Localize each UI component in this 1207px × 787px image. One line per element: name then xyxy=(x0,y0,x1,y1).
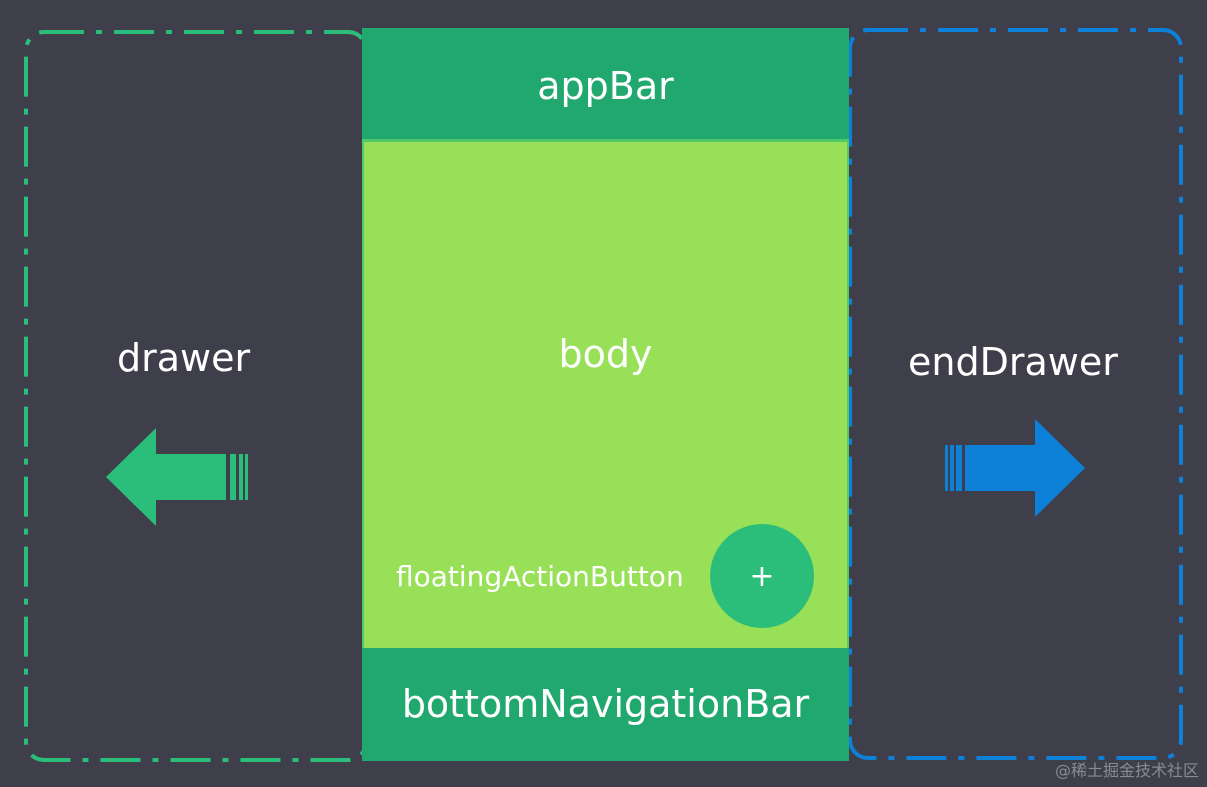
end-drawer-region xyxy=(848,28,1183,760)
arrow-right-icon xyxy=(945,419,1085,517)
bottom-nav-label: bottomNavigationBar xyxy=(401,682,810,726)
arrow-left-icon xyxy=(106,428,248,526)
body-area: body xyxy=(362,142,849,648)
body-label: body xyxy=(558,332,653,376)
watermark: @稀土掘金技术社区 xyxy=(1054,761,1199,780)
floating-action-button[interactable]: + xyxy=(710,524,814,628)
app-bar-label: appBar xyxy=(537,64,674,108)
bottom-navigation-bar: bottomNavigationBar xyxy=(362,648,849,761)
plus-icon: + xyxy=(749,558,775,594)
drawer-region xyxy=(24,30,389,762)
app-bar: appBar xyxy=(362,28,849,142)
scaffold-panel: appBar body floatingActionButton + botto… xyxy=(362,28,849,761)
fab-label: floatingActionButton xyxy=(396,560,684,593)
end-drawer-dashed-border xyxy=(848,28,1183,760)
drawer-dashed-border xyxy=(24,30,368,762)
drawer-label: drawer xyxy=(117,336,251,380)
end-drawer-label: endDrawer xyxy=(908,340,1118,384)
